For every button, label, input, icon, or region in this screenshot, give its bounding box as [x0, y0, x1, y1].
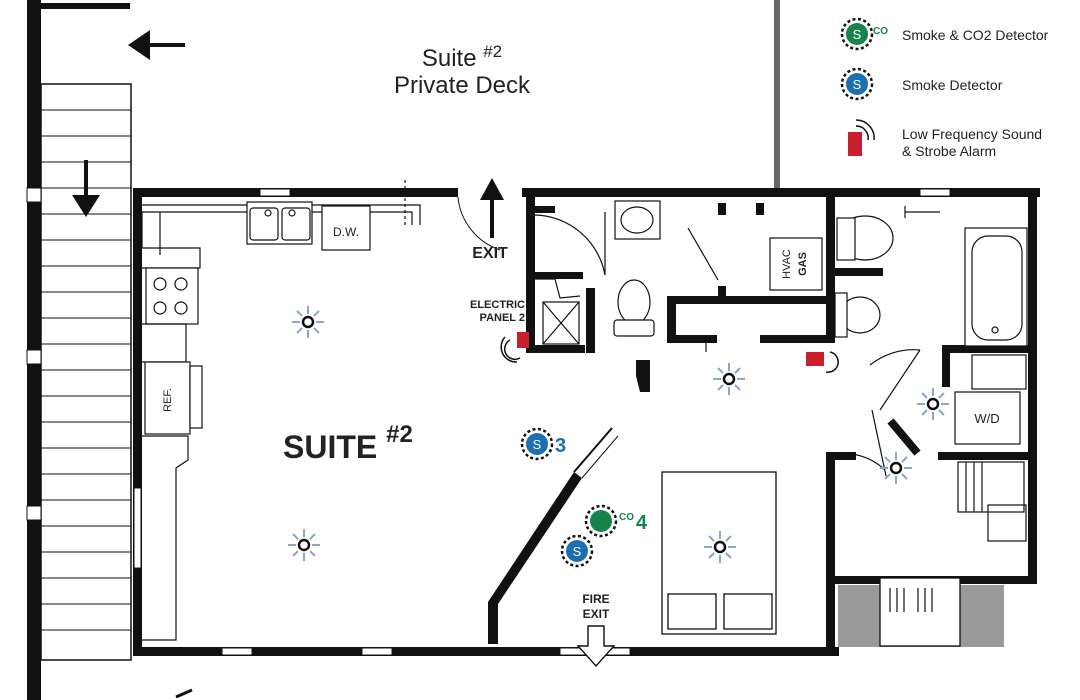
svg-text:S: S — [853, 77, 862, 92]
gas-label: GAS — [797, 252, 809, 276]
entry-door — [457, 178, 504, 251]
svg-text:CO: CO — [619, 512, 634, 523]
bathroom-fixtures — [534, 200, 823, 352]
suite-title: SUITE #2 — [283, 421, 413, 465]
sensor-icon — [288, 529, 320, 561]
smoke-detector-number: 3 — [555, 435, 566, 457]
legend-smoke-co2-label: Smoke & CO2 Detector — [902, 27, 1049, 43]
fire-exit-label-1: FIRE — [582, 592, 609, 606]
smoke-detector-icon: S — [520, 427, 554, 461]
window — [221, 647, 253, 656]
strobe-alarm-icon — [806, 351, 839, 373]
arrow-left-icon — [128, 30, 185, 60]
sensor-icon — [917, 388, 949, 420]
co2-detector-number: 4 — [636, 512, 648, 534]
washer-dryer-label: W/D — [974, 411, 999, 426]
laundry — [954, 354, 1027, 542]
sensor-icon — [704, 531, 736, 563]
fire-exit-label-2: EXIT — [583, 607, 610, 621]
window — [133, 487, 142, 569]
hvac-label: HVAC — [781, 249, 793, 279]
arrow-down-icon — [72, 160, 100, 217]
kitchen — [141, 180, 421, 641]
window — [361, 647, 393, 656]
legend-alarm-icon — [848, 119, 875, 156]
svg-text:S: S — [573, 544, 582, 559]
deck-label-line1: Suite #2 — [422, 42, 502, 72]
legend-smoke-label: Smoke Detector — [902, 77, 1003, 93]
strobe-alarm-icon — [500, 332, 529, 363]
legend-alarm-label-2: & Strobe Alarm — [902, 143, 996, 159]
arrow-left-icon — [175, 688, 193, 699]
legend-alarm-label-1: Low Frequency Sound — [902, 126, 1042, 142]
master-bath-fixtures — [829, 206, 1028, 477]
legend-smoke-co2-icon: S CO — [840, 17, 888, 51]
sensor-icon — [713, 363, 745, 395]
co2-detector-icon: CO — [584, 504, 634, 538]
exit-label: EXIT — [472, 245, 508, 262]
legend: S CO Smoke & CO2 Detector S Smoke Detect… — [840, 17, 1049, 159]
sensor-icon — [880, 452, 912, 484]
staircase — [26, 0, 132, 700]
sensor-icon — [292, 306, 324, 338]
svg-text:S: S — [533, 437, 542, 452]
interior-walls — [526, 197, 1028, 460]
electric-panel-label-2: PANEL 2 — [480, 312, 525, 324]
window — [259, 188, 291, 197]
deck-label-line2: Private Deck — [394, 72, 531, 99]
refrigerator-label: REF. — [162, 388, 174, 412]
bedroom — [488, 427, 777, 644]
electric-panel-label-1: ELECTRIC — [470, 299, 525, 311]
svg-text:CO: CO — [873, 26, 888, 37]
smoke-detector-icon: S — [560, 534, 594, 568]
arrow-down-icon — [576, 625, 616, 668]
balcony — [838, 577, 1004, 647]
window — [919, 188, 951, 197]
svg-text:S: S — [853, 27, 862, 42]
deck-post — [774, 0, 780, 188]
legend-smoke-icon: S — [840, 67, 874, 101]
dishwasher-label: D.W. — [333, 225, 359, 239]
